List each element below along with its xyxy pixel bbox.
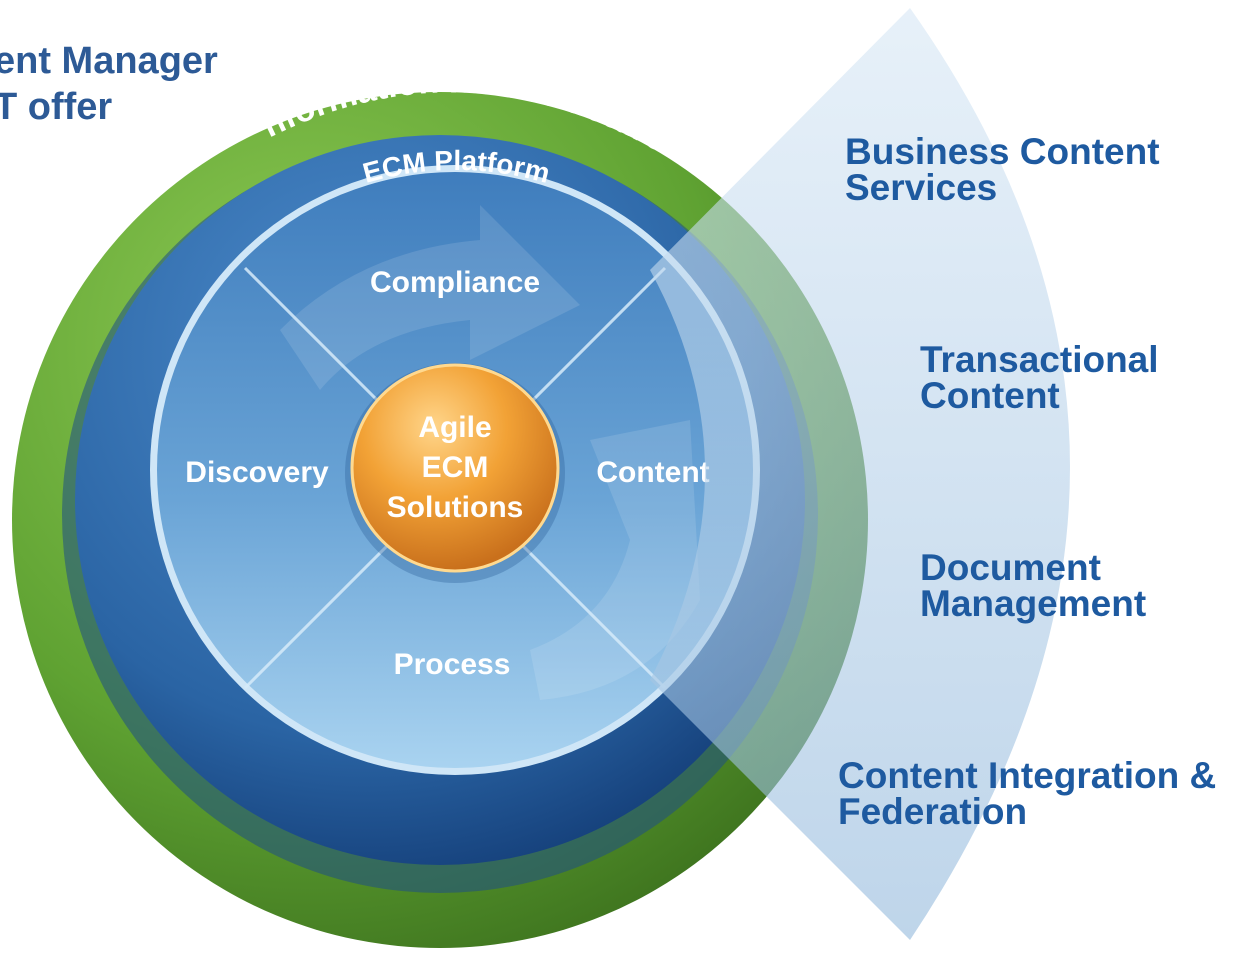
- title-line-1: ent Manager: [0, 40, 218, 82]
- segment-label-compliance: Compliance: [370, 266, 540, 299]
- service-line: Business Content: [845, 131, 1160, 172]
- service-line: Management: [920, 583, 1147, 624]
- page-title: ent Manager T offer: [0, 38, 218, 130]
- service-line: Document: [920, 547, 1101, 588]
- segment-label-process: Process: [394, 648, 511, 681]
- cycle-arrow-top: [280, 205, 580, 390]
- service-business-content: Business Content Services: [845, 131, 1160, 208]
- cycle-arrow-right: [530, 420, 700, 700]
- center-label-line-1: Agile: [418, 411, 491, 444]
- segment-label-content: Content: [596, 456, 709, 489]
- segment-label-discovery: Discovery: [185, 456, 329, 489]
- service-line: Content: [920, 375, 1060, 416]
- service-transactional-content: Transactional Content: [920, 339, 1159, 416]
- service-document-management: Document Management: [920, 547, 1147, 624]
- center-label-line-3: Solutions: [387, 491, 524, 524]
- service-line: Transactional: [920, 339, 1159, 380]
- service-line: Content Integration &: [838, 755, 1217, 796]
- service-line: Services: [845, 167, 998, 208]
- services-band: [650, 8, 1070, 940]
- center-orb: [350, 363, 560, 573]
- service-content-integration: Content Integration & Federation: [838, 755, 1217, 832]
- service-line: Federation: [838, 791, 1028, 832]
- title-line-2: T offer: [0, 86, 113, 128]
- center-label-line-2: ECM: [422, 451, 489, 484]
